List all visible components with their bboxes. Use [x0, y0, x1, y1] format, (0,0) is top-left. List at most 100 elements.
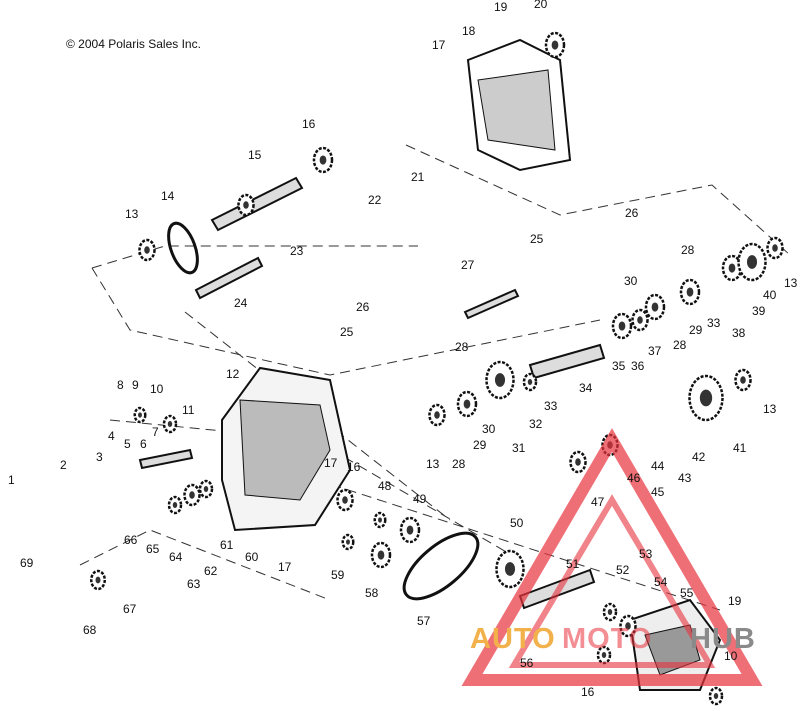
callout-59: 59: [331, 568, 345, 582]
gear-hub: [138, 412, 142, 418]
callout-57: 57: [417, 614, 431, 628]
watermark-right-text: HUB: [690, 623, 756, 655]
callout-38: 38: [732, 326, 746, 340]
gear-hub: [463, 399, 471, 409]
callout-45: 45: [651, 485, 665, 499]
callout-61: 61: [220, 538, 234, 552]
watermark-mid-text: MOTO: [562, 623, 652, 655]
gear-hub: [772, 244, 778, 252]
callout-18: 18: [462, 24, 476, 38]
gear-hub: [728, 263, 736, 273]
callout-24: 24: [234, 296, 248, 310]
main-case: [221, 366, 352, 532]
callout-64: 64: [169, 550, 183, 564]
callout-20: 20: [534, 0, 548, 11]
gear-hub: [144, 246, 150, 254]
callout-23: 23: [290, 244, 304, 258]
callout-28: 28: [673, 338, 687, 352]
gear-hub: [637, 316, 643, 324]
gear-hub: [746, 255, 758, 269]
callout-2: 2: [60, 458, 67, 472]
callout-43: 43: [678, 471, 692, 485]
callout-16: 16: [581, 685, 595, 699]
callout-28: 28: [452, 457, 466, 471]
callout-29: 29: [473, 438, 487, 452]
gear-hub: [713, 692, 719, 700]
gear-hub: [243, 201, 249, 209]
callout-16: 16: [347, 460, 361, 474]
gear-hub: [625, 622, 631, 630]
callout-26: 26: [625, 206, 639, 220]
callout-42: 42: [692, 450, 706, 464]
callout-4: 4: [108, 429, 115, 443]
gear-hub: [686, 287, 694, 297]
callout-25: 25: [530, 232, 544, 246]
callout-68: 68: [83, 623, 97, 637]
callout-53: 53: [639, 547, 653, 561]
callout-8: 8: [117, 378, 124, 392]
callout-22: 22: [368, 193, 382, 207]
callout-13: 13: [784, 276, 798, 290]
upper-right-cover: [466, 38, 572, 172]
callout-44: 44: [651, 459, 665, 473]
assembly-lines: [79, 144, 791, 611]
watermark-left-text: AUTO: [470, 623, 556, 655]
callout-29: 29: [689, 323, 703, 337]
callout-60: 60: [245, 550, 259, 564]
gear-hub: [618, 321, 626, 331]
gear-hub: [378, 517, 382, 523]
callout-30: 30: [624, 274, 638, 288]
gears: [90, 31, 784, 706]
callout-28: 28: [455, 340, 469, 354]
callout-49: 49: [413, 492, 427, 506]
gear-hub: [434, 411, 440, 419]
gear-hub: [601, 651, 607, 659]
callout-14: 14: [161, 189, 175, 203]
callout-5: 5: [124, 437, 131, 451]
callout-55: 55: [680, 586, 694, 600]
callout-67: 67: [123, 602, 137, 616]
gear-hub: [494, 373, 506, 387]
callout-37: 37: [648, 344, 662, 358]
gear-hub: [699, 389, 713, 407]
gear-hub: [342, 496, 348, 504]
callout-28: 28: [681, 243, 695, 257]
callout-7: 7: [152, 425, 159, 439]
callout-36: 36: [631, 359, 645, 373]
callout-25: 25: [340, 325, 354, 339]
callout-41: 41: [733, 441, 747, 455]
callout-13: 13: [426, 457, 440, 471]
callout-48: 48: [378, 479, 392, 493]
callout-17: 17: [432, 38, 446, 52]
callout-6: 6: [140, 437, 147, 451]
callout-13: 13: [125, 207, 139, 221]
callout-65: 65: [146, 542, 160, 556]
gear-hub: [319, 155, 327, 165]
gear-hub: [406, 525, 414, 535]
callout-66: 66: [124, 533, 138, 547]
gear-hub: [167, 420, 173, 428]
gear-hub: [172, 501, 178, 509]
callout-1: 1: [8, 473, 15, 487]
callout-33: 33: [707, 316, 721, 330]
callout-26: 26: [356, 300, 370, 314]
gear-hub: [95, 576, 101, 584]
gear-hub: [377, 550, 385, 560]
callout-35: 35: [612, 359, 626, 373]
callout-27: 27: [461, 258, 475, 272]
callout-17: 17: [324, 456, 338, 470]
copyright-notice: © 2004 Polaris Sales Inc.: [66, 37, 201, 51]
gear-hub: [551, 40, 559, 50]
callout-10: 10: [150, 382, 164, 396]
callout-31: 31: [512, 441, 526, 455]
callout-9: 9: [132, 378, 139, 392]
gear-hub: [203, 485, 209, 493]
callout-21: 21: [411, 170, 425, 184]
callout-58: 58: [365, 586, 379, 600]
gear-hub: [504, 562, 516, 576]
callout-40: 40: [763, 288, 777, 302]
callout-33: 33: [544, 399, 558, 413]
callout-54: 54: [654, 575, 668, 589]
